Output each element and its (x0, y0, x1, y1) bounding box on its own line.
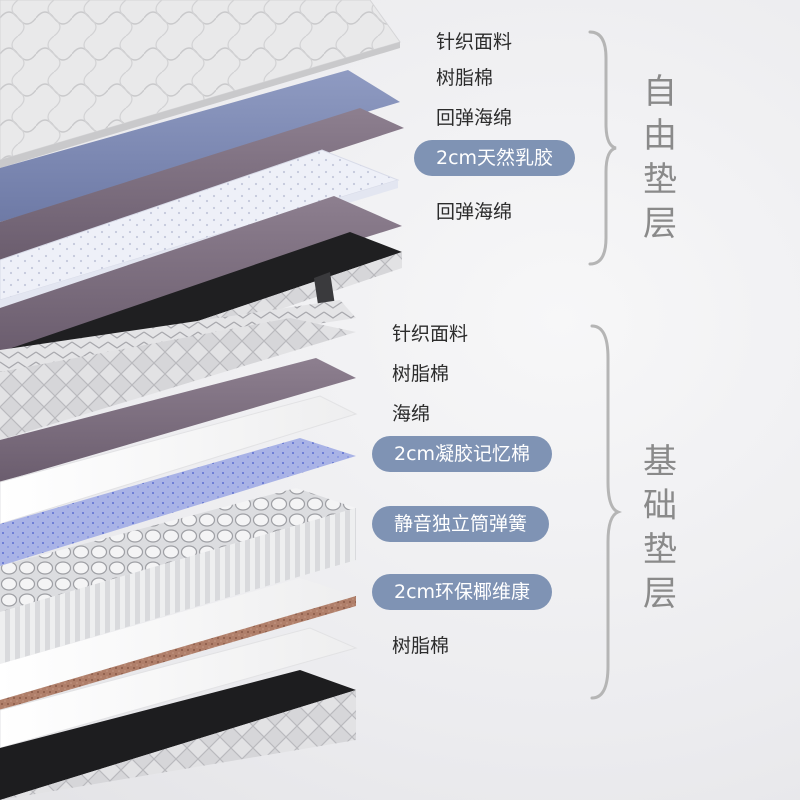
base-layer-title-text: 基础垫层 (643, 442, 677, 614)
base-label-pocket-springs: 静音独立筒弹簧 (372, 506, 550, 542)
layer-base-fiber-bottom (0, 627, 358, 749)
comfort-layer-title: 自由垫层 (640, 70, 680, 246)
base-layer-title: 基础垫层 (640, 440, 680, 616)
comfort-layer-title-text: 自由垫层 (643, 72, 677, 244)
base-label-coir: 2cm环保椰维康 (372, 574, 553, 610)
layer-bottom-black-base (0, 670, 356, 800)
layer-bottom-border (0, 690, 356, 800)
base-label-foam: 海绵 (392, 403, 431, 425)
base-label-knit-fabric: 针织面料 (392, 323, 469, 345)
layer-gel-memory-foam (0, 438, 356, 566)
layer-top-knit-fabric-edge (0, 42, 400, 168)
layer-top-foam-2 (0, 196, 402, 352)
base-label-fiber: 树脂棉 (392, 363, 450, 385)
comfort-label-fiber: 树脂棉 (436, 67, 494, 89)
base-label-gel-memory-foam: 2cm凝胶记忆棉 (372, 436, 553, 472)
layer-base-zipper-band (0, 300, 356, 372)
layer-pocket-springs-side (0, 508, 356, 664)
comfort-label-knit-fabric: 针织面料 (436, 31, 513, 53)
comfort-label-latex: 2cm天然乳胶 (414, 140, 576, 176)
layer-base-knit-fabric (0, 318, 356, 440)
layer-coir (0, 578, 356, 700)
layer-base-fiber (0, 358, 356, 482)
layer-top-fiber (0, 70, 400, 222)
layer-top-foam-1 (0, 108, 404, 260)
base-brace-icon (590, 324, 622, 700)
layer-pocket-springs (0, 488, 356, 612)
layer-base-foam (0, 395, 358, 525)
comfort-brace-icon (588, 30, 617, 266)
comfort-label-foam-2: 回弹海绵 (436, 201, 513, 223)
layer-coir-edge (0, 596, 356, 710)
comfort-label-foam-1: 回弹海绵 (436, 107, 513, 129)
base-label-fiber-bottom: 树脂棉 (392, 635, 450, 657)
